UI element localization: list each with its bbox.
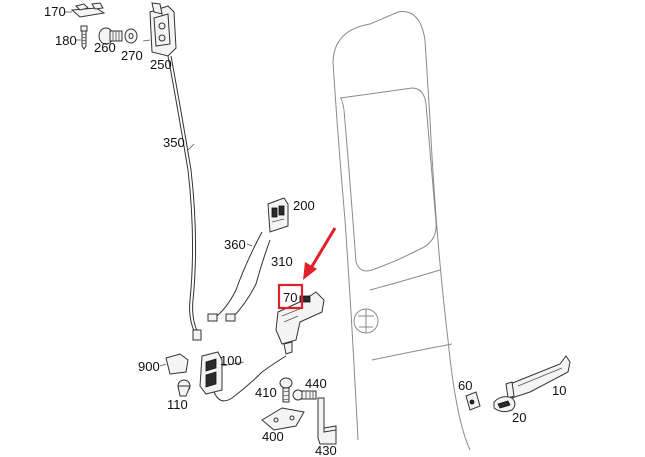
- screw-410: [279, 377, 293, 403]
- bracket-900: [165, 353, 189, 375]
- cable-310: [225, 239, 271, 322]
- leader-lines: [64, 11, 253, 367]
- label-360: 360: [224, 237, 246, 252]
- label-180: 180: [55, 33, 77, 48]
- highlight-arrow: [303, 227, 337, 280]
- label-10: 10: [552, 383, 566, 398]
- label-260: 260: [94, 40, 116, 55]
- cable-350: [167, 55, 202, 341]
- label-310: 310: [271, 254, 293, 269]
- screw-110: [177, 379, 191, 397]
- label-60: 60: [458, 378, 472, 393]
- label-440: 440: [305, 376, 327, 391]
- label-430: 430: [315, 443, 337, 457]
- label-100: 100: [220, 353, 242, 368]
- cable-360: [207, 231, 263, 322]
- screw-180: [80, 25, 88, 50]
- screw-260: [98, 27, 123, 45]
- bracket-430: [317, 397, 337, 445]
- label-70: 70: [283, 290, 297, 305]
- label-270: 270: [121, 48, 143, 63]
- lock-250: [149, 2, 177, 57]
- screw-440: [292, 389, 317, 401]
- plate-400: [261, 407, 305, 431]
- part-labels: 170 180 260 270 250 350 200 360 310 70 9…: [44, 4, 566, 457]
- bezel-20: [493, 396, 516, 413]
- label-350: 350: [163, 135, 185, 150]
- label-170: 170: [44, 4, 66, 19]
- lock-100: [199, 351, 287, 402]
- module-200: [267, 197, 289, 233]
- label-110: 110: [167, 397, 188, 412]
- handle-10: [505, 355, 571, 399]
- label-400: 400: [262, 429, 284, 444]
- label-250: 250: [150, 57, 172, 72]
- label-200: 200: [293, 198, 315, 213]
- cover-60: [465, 391, 481, 411]
- washer-270: [124, 28, 138, 44]
- bracket-170: [70, 2, 106, 18]
- label-410: 410: [255, 385, 277, 400]
- actuator-70: [275, 291, 325, 355]
- highlight-box-70: [277, 283, 304, 310]
- rear-door-outline: [332, 11, 471, 451]
- label-20: 20: [512, 410, 526, 425]
- label-900: 900: [138, 359, 160, 374]
